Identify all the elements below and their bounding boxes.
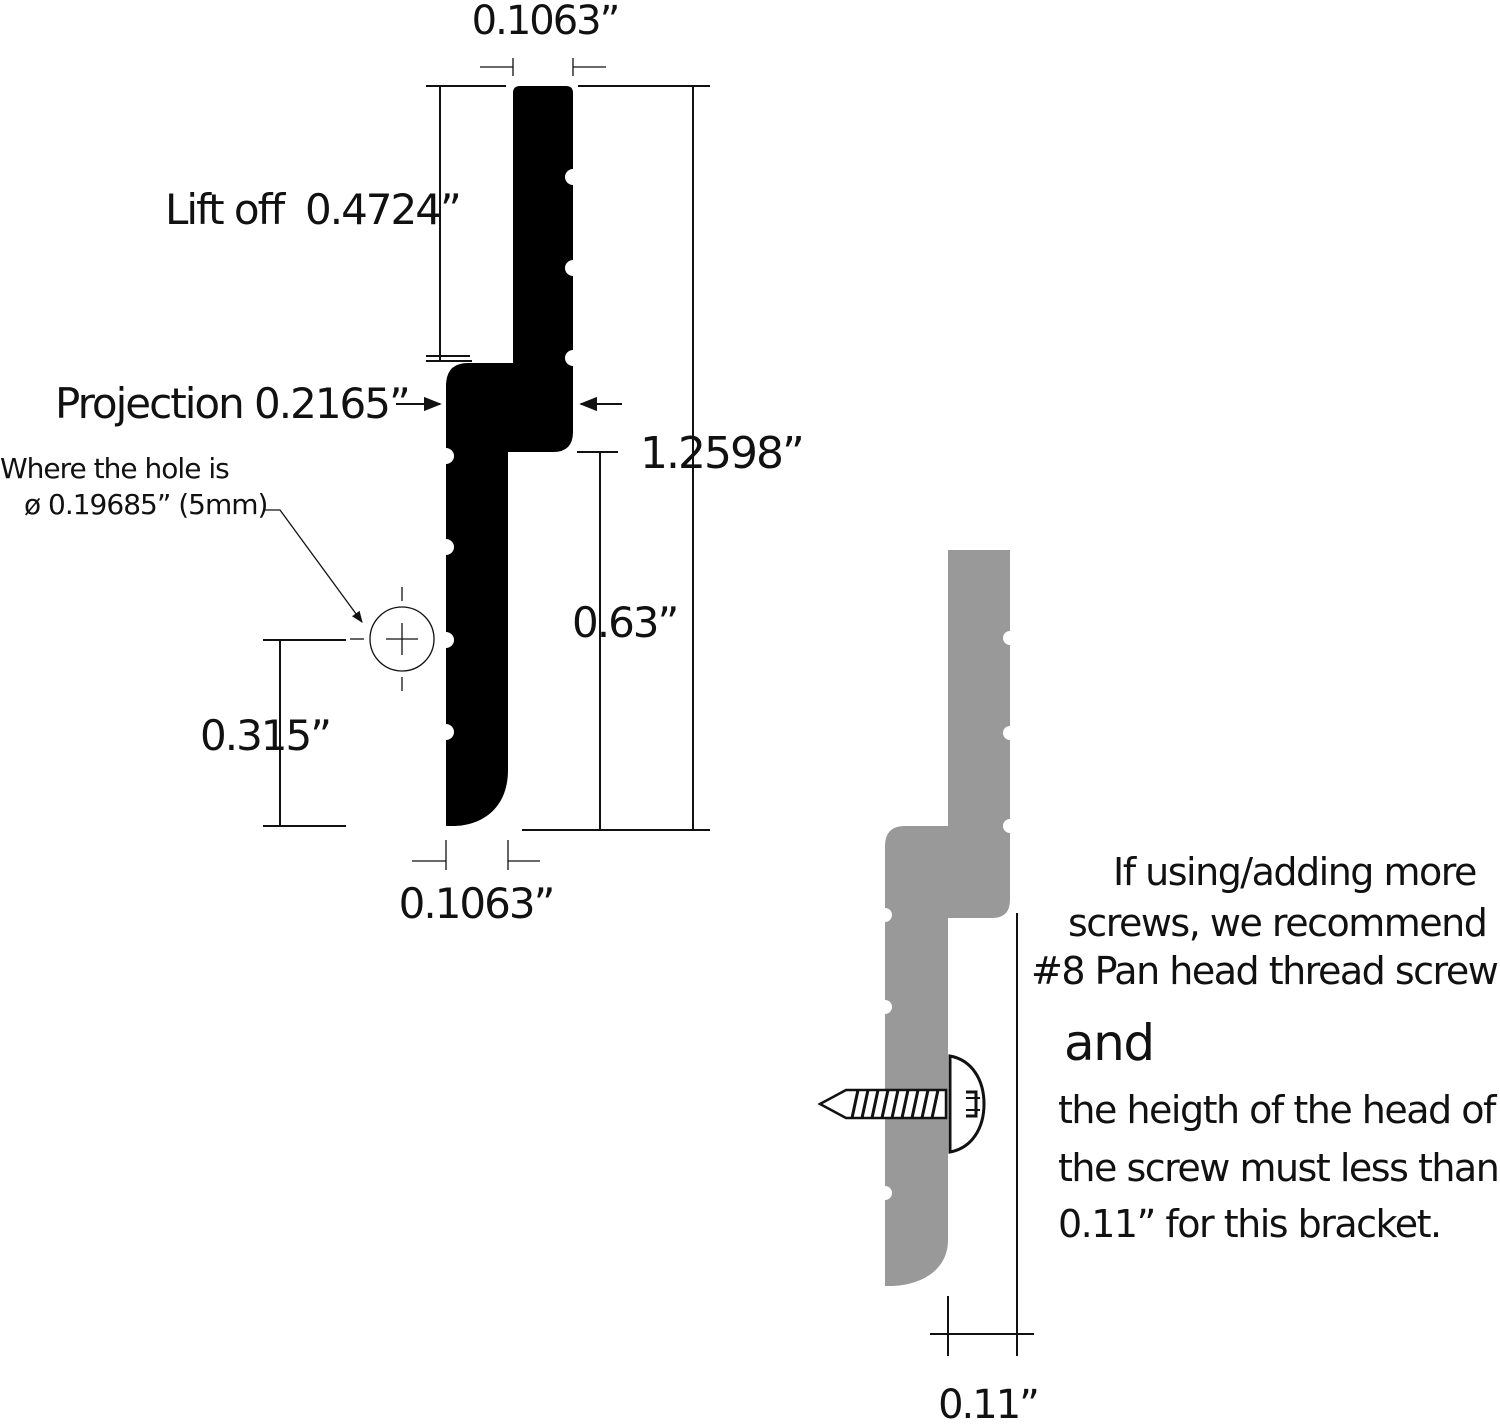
hole-note-line1: Where the hole is bbox=[0, 452, 229, 485]
screw-head-gap-label: 0.11” bbox=[938, 1382, 1038, 1424]
screw-note: If using/adding more screws, we recommen… bbox=[1031, 850, 1500, 1246]
bottom-width-dimension: 0.1063” bbox=[399, 840, 555, 928]
screw-note-line-5: the heigth of the head of bbox=[1058, 1088, 1498, 1132]
total-height-dimension: 1.2598” bbox=[522, 85, 805, 831]
screw-head-gap-dimension: 0.11” bbox=[930, 913, 1040, 1424]
bracket-profile bbox=[446, 86, 573, 826]
lift-off-dimension: Lift off 0.4724” bbox=[165, 85, 506, 362]
lower-height-label: 0.63” bbox=[572, 598, 677, 647]
lower-height-dimension: 0.63” bbox=[572, 451, 679, 830]
screw-note-line-2: screws, we recommend bbox=[1068, 901, 1486, 945]
hole-crosshair-icon bbox=[350, 587, 435, 691]
screw-note-line-7: 0.11” for this bracket. bbox=[1058, 1202, 1441, 1246]
screw-note-line-1: If using/adding more bbox=[1113, 850, 1476, 894]
bracket-side-view bbox=[885, 550, 1010, 1286]
projection-dimension: Projection 0.2165” bbox=[55, 379, 622, 428]
hole-height-label: 0.315” bbox=[200, 711, 330, 760]
hole-height-dimension: 0.315” bbox=[200, 639, 346, 827]
top-width-dimension: 0.1063” bbox=[472, 0, 620, 76]
screw-note-line-6: the screw must less than bbox=[1058, 1146, 1498, 1190]
hole-note: Where the hole is ø 0.19685” (5mm) bbox=[0, 452, 363, 623]
projection-label: Projection 0.2165” bbox=[55, 379, 409, 428]
hole-note-line2: ø 0.19685” (5mm) bbox=[24, 488, 267, 521]
pan-head-screw-icon bbox=[817, 1054, 986, 1154]
lift-off-value: 0.4724” bbox=[305, 185, 460, 234]
profile-notches bbox=[438, 169, 581, 740]
bottom-width-label: 0.1063” bbox=[399, 879, 554, 928]
screw-note-line-4: and bbox=[1064, 1014, 1154, 1072]
total-height-label: 1.2598” bbox=[640, 428, 803, 479]
lift-off-label: Lift off bbox=[165, 185, 286, 234]
screw-note-line-3: #8 Pan head thread screw, bbox=[1031, 949, 1500, 993]
top-width-label: 0.1063” bbox=[472, 0, 619, 44]
